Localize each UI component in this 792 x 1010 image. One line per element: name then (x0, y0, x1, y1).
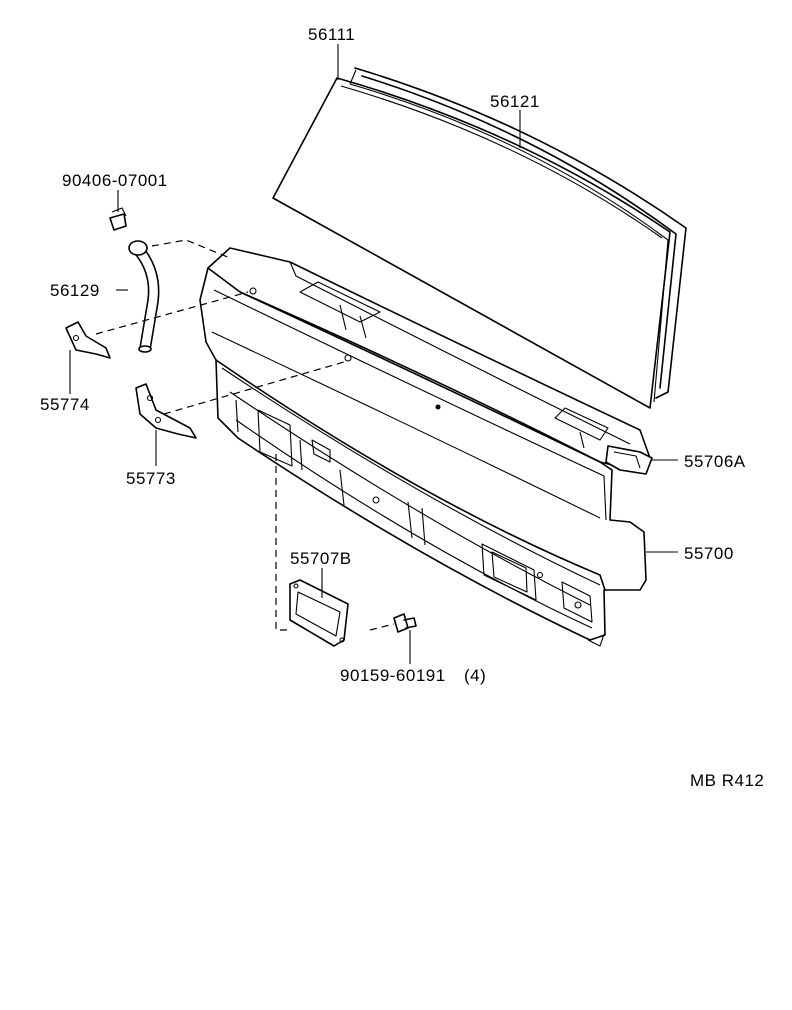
service-cover[interactable] (289, 579, 349, 647)
label-55700: 55700 (684, 544, 734, 563)
bracket-55774[interactable] (65, 321, 111, 359)
hose[interactable] (128, 240, 160, 353)
label-55707b: 55707B (290, 549, 352, 568)
label-bolt-quantity: (4) (464, 666, 486, 685)
label-56121: 56121 (490, 92, 540, 111)
part-labels: 56111 56121 90406-07001 56129 55774 5577… (40, 25, 764, 790)
reference-lines (95, 239, 395, 631)
lower-dash-frame[interactable] (215, 359, 606, 647)
label-55773: 55773 (126, 469, 176, 488)
windshield-glass[interactable] (272, 77, 671, 409)
label-90406-07001: 90406-07001 (62, 171, 168, 190)
label-56111: 56111 (308, 25, 355, 44)
leader-lines (69, 44, 678, 664)
clip[interactable] (109, 207, 127, 231)
label-55774: 55774 (40, 395, 90, 414)
label-56129: 56129 (50, 281, 100, 300)
reference-code: MB R412 (690, 771, 764, 790)
cowl-panel[interactable] (199, 267, 647, 591)
label-90159-60191: 90159-60191 (340, 666, 446, 685)
bracket-55773[interactable] (135, 383, 197, 439)
label-55706a: 55706A (684, 452, 746, 471)
bolt[interactable] (393, 613, 417, 633)
weatherstrip[interactable] (349, 67, 687, 403)
retainer-55706a[interactable] (605, 445, 653, 475)
